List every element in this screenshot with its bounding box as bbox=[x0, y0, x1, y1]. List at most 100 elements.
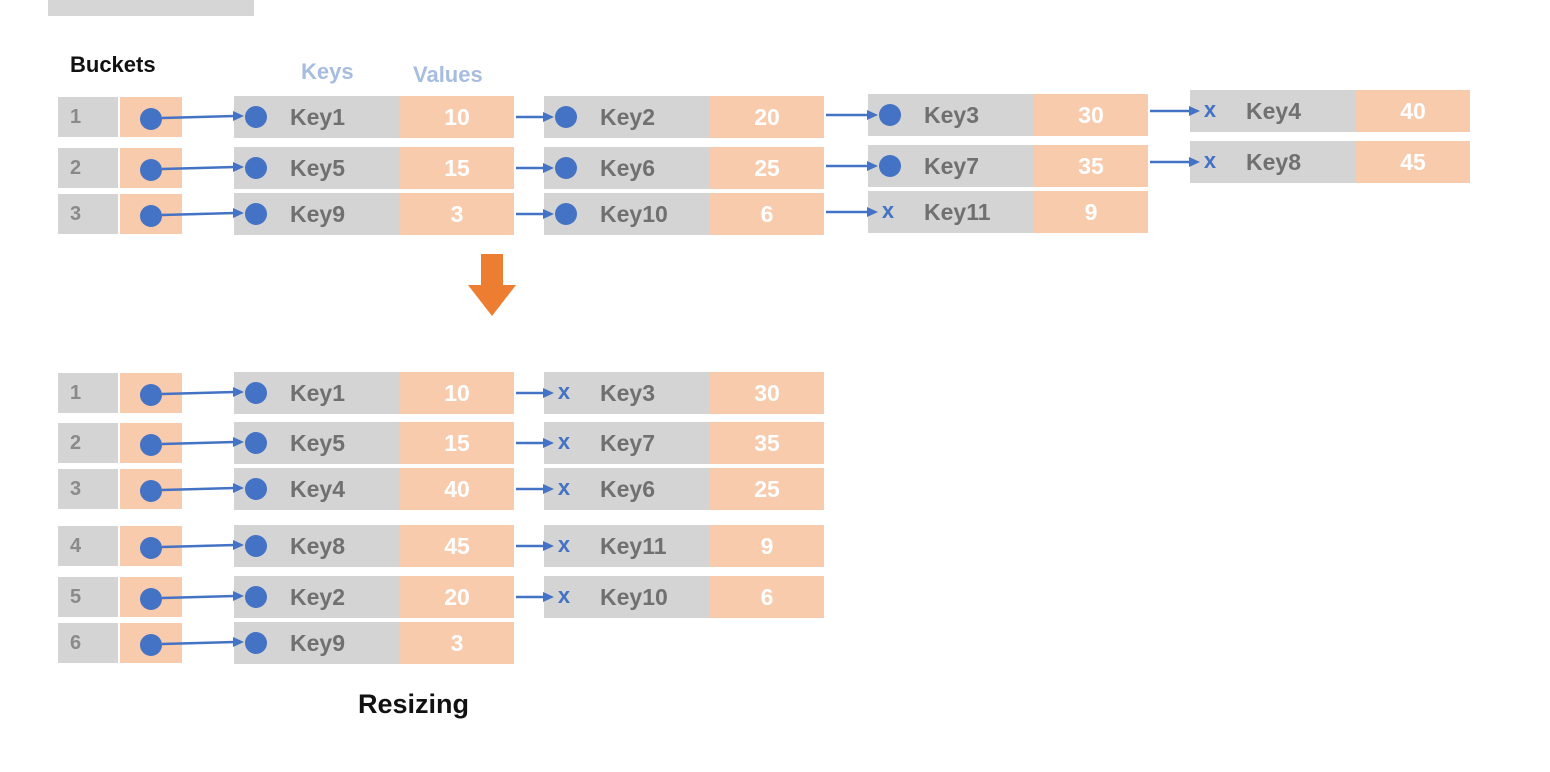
before-node-key: Key11 bbox=[868, 191, 1034, 233]
after-node-next-dot bbox=[245, 432, 267, 454]
after-bucket-index: 2 bbox=[58, 423, 118, 463]
before-bucket-pointer-dot bbox=[140, 159, 162, 181]
after-node-value: 6 bbox=[710, 576, 824, 618]
after-null-marker: x bbox=[557, 379, 571, 404]
after-node-value: 3 bbox=[400, 622, 514, 664]
before-bucket-index: 2 bbox=[58, 148, 118, 188]
after-node-next-dot bbox=[245, 382, 267, 404]
before-node-value: 15 bbox=[400, 147, 514, 189]
after-node-next-dot bbox=[245, 535, 267, 557]
before-bucket-pointer-arrow bbox=[161, 111, 244, 121]
keys-header: Keys bbox=[301, 59, 354, 84]
after-chain-arrow bbox=[516, 592, 554, 602]
after-node-value: 9 bbox=[710, 525, 824, 567]
after-node-value: 20 bbox=[400, 576, 514, 618]
before-chain-arrow bbox=[1150, 157, 1200, 167]
after-node-key: Key11 bbox=[544, 525, 710, 567]
before-null-marker: x bbox=[1203, 148, 1217, 173]
after-bucket-index: 4 bbox=[58, 526, 118, 566]
after-bucket-pointer-arrow bbox=[161, 591, 244, 601]
after-node-value: 40 bbox=[400, 468, 514, 510]
before-node-next-dot bbox=[245, 106, 267, 128]
before-chain-arrow bbox=[516, 209, 554, 219]
after-bucket-pointer-dot bbox=[140, 537, 162, 559]
before-node-value: 25 bbox=[710, 147, 824, 189]
before-bucket-index: 1 bbox=[58, 97, 118, 137]
after-node-key: Key7 bbox=[544, 422, 710, 464]
before-node-key: Key1 bbox=[234, 96, 400, 138]
after-bucket-pointer-dot bbox=[140, 588, 162, 610]
after-chain-arrow bbox=[516, 388, 554, 398]
before-node-next-dot bbox=[879, 155, 901, 177]
before-null-marker: x bbox=[881, 198, 895, 223]
before-node-next-dot bbox=[245, 203, 267, 225]
after-node-value: 45 bbox=[400, 525, 514, 567]
after-node-value: 10 bbox=[400, 372, 514, 414]
after-bucket-index: 1 bbox=[58, 373, 118, 413]
after-bucket-pointer-dot bbox=[140, 480, 162, 502]
before-node-next-dot bbox=[555, 157, 577, 179]
after-null-marker: x bbox=[557, 429, 571, 454]
after-bucket-pointer-arrow bbox=[161, 540, 244, 550]
after-node-key: Key6 bbox=[544, 468, 710, 510]
after-bucket-pointer-arrow bbox=[161, 387, 244, 397]
before-node-value: 20 bbox=[710, 96, 824, 138]
before-bucket-pointer-arrow bbox=[161, 162, 244, 172]
before-node-value: 35 bbox=[1034, 145, 1148, 187]
after-bucket-pointer-dot bbox=[140, 434, 162, 456]
after-node-key: Key4 bbox=[234, 468, 400, 510]
buckets-header: Buckets bbox=[70, 52, 156, 77]
after-bucket-pointer-arrow bbox=[161, 637, 244, 647]
before-node-value: 40 bbox=[1356, 90, 1470, 132]
after-bucket-pointer-dot bbox=[140, 634, 162, 656]
before-node-key: Key3 bbox=[868, 94, 1034, 136]
before-bucket-pointer-arrow bbox=[161, 208, 244, 218]
after-chain-arrow bbox=[516, 438, 554, 448]
values-header: Values bbox=[413, 62, 483, 87]
before-node-next-dot bbox=[555, 106, 577, 128]
after-chain-arrow bbox=[516, 541, 554, 551]
before-chain-arrow bbox=[516, 112, 554, 122]
resize-arrow bbox=[468, 254, 516, 316]
before-node-value: 10 bbox=[400, 96, 514, 138]
before-bucket-pointer-dot bbox=[140, 205, 162, 227]
before-node-value: 9 bbox=[1034, 191, 1148, 233]
after-bucket-index: 5 bbox=[58, 577, 118, 617]
after-node-key: Key10 bbox=[544, 576, 710, 618]
before-chain-arrow bbox=[516, 163, 554, 173]
after-bucket-index: 3 bbox=[58, 469, 118, 509]
after-chain-arrow bbox=[516, 484, 554, 494]
before-chain-arrow bbox=[1150, 106, 1200, 116]
before-node-value: 45 bbox=[1356, 141, 1470, 183]
after-node-value: 30 bbox=[710, 372, 824, 414]
before-node-key: Key4 bbox=[1190, 90, 1356, 132]
before-node-next-dot bbox=[879, 104, 901, 126]
before-bucket-pointer-dot bbox=[140, 108, 162, 130]
before-null-marker: x bbox=[1203, 97, 1217, 122]
after-node-value: 35 bbox=[710, 422, 824, 464]
before-chain-arrow bbox=[826, 207, 878, 217]
after-bucket-pointer-dot bbox=[140, 384, 162, 406]
before-chain-arrow bbox=[826, 161, 878, 171]
resizing-caption: Resizing bbox=[358, 689, 470, 719]
after-null-marker: x bbox=[557, 532, 571, 557]
after-node-value: 25 bbox=[710, 468, 824, 510]
before-node-key: Key8 bbox=[1190, 141, 1356, 183]
after-node-next-dot bbox=[245, 632, 267, 654]
after-node-next-dot bbox=[245, 586, 267, 608]
after-node-key: Key2 bbox=[234, 576, 400, 618]
after-node-next-dot bbox=[245, 478, 267, 500]
before-bucket-index: 3 bbox=[58, 194, 118, 234]
after-bucket-pointer-arrow bbox=[161, 437, 244, 447]
title-fragment: hashing bbox=[48, 0, 254, 16]
before-node-next-dot bbox=[245, 157, 267, 179]
after-null-marker: x bbox=[557, 475, 571, 500]
after-bucket-pointer-arrow bbox=[161, 483, 244, 493]
after-bucket-index: 6 bbox=[58, 623, 118, 663]
before-node-value: 6 bbox=[710, 193, 824, 235]
before-node-value: 3 bbox=[400, 193, 514, 235]
before-chain-arrow bbox=[826, 110, 878, 120]
after-node-key: Key3 bbox=[544, 372, 710, 414]
before-node-next-dot bbox=[555, 203, 577, 225]
